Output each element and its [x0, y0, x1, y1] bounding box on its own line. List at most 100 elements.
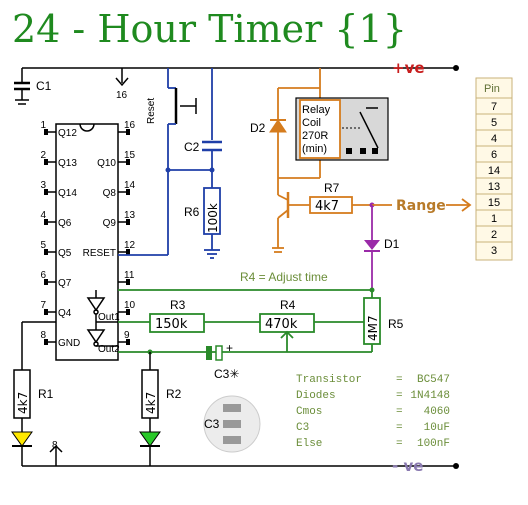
ic-pin-name: Q5 [58, 248, 72, 259]
spec-name: Else [296, 438, 322, 450]
resistor-r3: 150k R3 [149, 298, 205, 333]
ic-pin-number: 16 [124, 120, 136, 131]
diagram-title: 24 - Hour Timer {1} [12, 7, 407, 51]
led-output-1: 4k7 R1 [11, 321, 56, 466]
relay-line1: Relay [302, 104, 331, 116]
ic-pin-number: 7 [40, 300, 46, 311]
c2-label: C2 [184, 140, 200, 154]
spec-value: 100nF [417, 438, 450, 450]
ic-pin-number: 14 [124, 180, 136, 191]
reset-switch[interactable]: Reset [146, 68, 197, 255]
ic-pin-number: 12 [124, 240, 136, 251]
ic-pin-number: 11 [124, 270, 135, 281]
reset-label: Reset [146, 98, 157, 124]
range-label: Range [396, 198, 446, 214]
ic-pin-number: 8 [40, 330, 46, 341]
ic-pin-name: Q12 [58, 128, 77, 139]
spec-value: 4060 [424, 406, 450, 418]
pin-table-cell: 5 [491, 117, 497, 129]
positive-rail-label: +ve [392, 59, 425, 77]
pin16-supply: 16 [115, 68, 129, 101]
potentiometer-r4: 470k R4 [259, 298, 315, 352]
pin-table-header: Pin [484, 83, 500, 95]
ic-pin-name: Q13 [58, 158, 77, 169]
pin-table-cell: 2 [491, 229, 497, 241]
spec-value: 1N4148 [410, 390, 450, 402]
r2-label: R2 [166, 387, 182, 401]
c3-label: C3✳ [214, 367, 239, 381]
pin16-label: 16 [116, 90, 128, 101]
spec-name: Transistor [296, 374, 362, 386]
pin-table-cell: 14 [488, 165, 500, 177]
ic-pin-number: 15 [124, 150, 136, 161]
r2-value: 4k7 [144, 392, 158, 414]
capacitor-c1: C1 [14, 68, 52, 105]
r5-label: R5 [388, 317, 404, 331]
component-specs: Transistor=BC547Diodes=1N4148Cmos=4060C3… [296, 374, 450, 450]
ic-pin-name: Q7 [58, 278, 72, 289]
pin-table-cell: 7 [491, 101, 497, 113]
r4-label: R4 [280, 298, 296, 312]
ic-pin-number: 1 [40, 120, 46, 131]
spec-equals: = [396, 390, 403, 402]
spec-equals: = [396, 422, 403, 434]
pin-table-cell: 3 [491, 245, 497, 257]
r7-label: R7 [324, 181, 340, 195]
relay-line4: (min) [302, 143, 327, 155]
ic-pin-number: 9 [124, 330, 130, 341]
ic-pin-number: 5 [40, 240, 46, 251]
ic-pin-name: GND [58, 338, 80, 349]
pin-table-cell: 15 [488, 197, 500, 209]
resistor-r7: 4k7 R7 Range [309, 181, 472, 214]
ic-pin-name: RESET [83, 248, 116, 259]
out1-label: Out1 [98, 312, 120, 323]
ic-pin-name: Q10 [97, 158, 116, 169]
c3-component-image: C3 [203, 395, 261, 453]
negative-rail: - ve [22, 457, 459, 475]
spec-name: Cmos [296, 406, 322, 418]
transistor [272, 178, 310, 253]
r6-value: 100k [206, 203, 220, 233]
ic-pin-number: 13 [124, 210, 136, 221]
r1-value: 4k7 [16, 392, 30, 414]
pin-table-cell: 13 [488, 181, 500, 193]
pin-table-cell: 6 [491, 149, 497, 161]
spec-equals: = [396, 406, 403, 418]
adjust-note: R4 = Adjust time [240, 270, 328, 284]
r5-value: 4M7 [366, 315, 380, 341]
out2-label: Out2 [98, 344, 120, 355]
r3-label: R3 [170, 298, 186, 312]
spec-value: BC547 [417, 374, 450, 386]
diode-d1: D1 [364, 205, 400, 290]
resistor-r5: 4M7 R5 [363, 297, 404, 352]
ic-pin-number: 3 [40, 180, 46, 191]
ic-pin-number: 2 [40, 150, 46, 161]
spec-equals: = [396, 438, 403, 450]
pin-table-cell: 1 [491, 213, 497, 225]
r7-value: 4k7 [315, 199, 339, 214]
r4-value: 470k [265, 317, 298, 332]
d2-label: D2 [250, 121, 266, 135]
led-output-2: 4k7 R2 [139, 352, 182, 466]
oscillator-gates: Out1 Out2 [86, 290, 120, 355]
c1-label: C1 [36, 79, 52, 93]
capacitor-c3: + C3✳ [206, 341, 239, 381]
spec-value: 10uF [424, 422, 450, 434]
positive-rail: +ve [22, 59, 459, 77]
pin8-ground: 8 [49, 440, 63, 466]
ic-pin-number: 10 [124, 300, 136, 311]
relay-line3: 270R [302, 130, 328, 142]
c3-plus: + [226, 341, 233, 355]
relay-circuit: D2 Relay Coil 270R (min) [250, 68, 389, 179]
ic-pin-number: 4 [40, 210, 46, 221]
ic-pin-name: Q6 [58, 218, 72, 229]
pin8-label: 8 [52, 440, 58, 451]
ic-pin-name: Q9 [103, 218, 117, 229]
spec-equals: = [396, 374, 403, 386]
ic-pin-number: 6 [40, 270, 46, 281]
ic-pin-name: Q14 [58, 188, 77, 199]
